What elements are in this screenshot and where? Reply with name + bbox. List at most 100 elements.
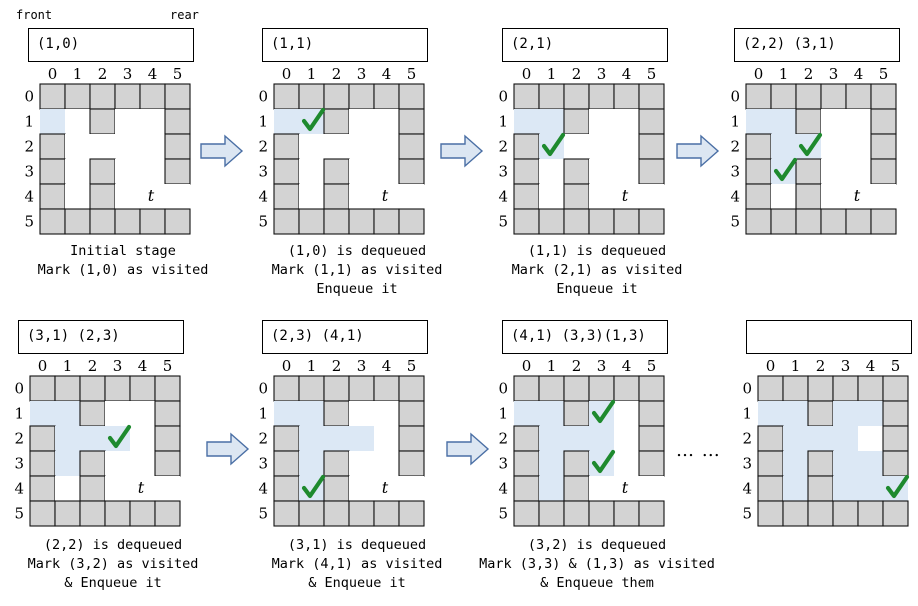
wall-cell xyxy=(563,183,590,210)
wall-cell xyxy=(323,108,350,135)
queue-box: (2,3) (4,1) xyxy=(262,320,428,354)
visited-cell xyxy=(274,109,299,134)
wall-cell xyxy=(513,375,540,402)
wall-cell xyxy=(820,83,847,110)
caption: (1,1) is dequeued Mark (2,1) as visited … xyxy=(472,242,722,299)
wall-cell xyxy=(513,183,540,210)
wall-cell xyxy=(298,83,325,110)
visited-cell xyxy=(783,476,808,501)
open-cell xyxy=(299,159,324,184)
visited-cell xyxy=(589,426,614,451)
open-cell xyxy=(65,109,90,134)
open-cell xyxy=(589,159,614,184)
wall-cell xyxy=(795,83,822,110)
visited-cell xyxy=(771,109,796,134)
right-arrow-icon xyxy=(200,134,244,168)
open-cell xyxy=(614,476,639,501)
wall-cell xyxy=(39,208,66,235)
visited-cell xyxy=(299,426,324,451)
open-cell xyxy=(639,184,664,209)
visited-cell xyxy=(539,451,564,476)
column-label: 4 xyxy=(854,65,864,83)
wall-cell xyxy=(795,183,822,210)
wall-cell xyxy=(638,158,665,185)
wall-cell xyxy=(845,208,872,235)
wall-cell xyxy=(29,425,56,452)
wall-cell xyxy=(513,158,540,185)
wall-cell xyxy=(795,158,822,185)
column-label: 2 xyxy=(88,357,98,375)
wall-cell xyxy=(538,83,565,110)
wall-cell xyxy=(373,208,400,235)
wall-cell xyxy=(563,475,590,502)
column-label: 1 xyxy=(73,65,83,83)
visited-cell xyxy=(349,426,374,451)
row-label: 3 xyxy=(742,455,752,473)
open-cell xyxy=(140,109,165,134)
wall-cell xyxy=(563,500,590,527)
caption-line: (3,1) is dequeued xyxy=(287,537,427,553)
row-label: 0 xyxy=(14,380,24,398)
wall-cell xyxy=(373,500,400,527)
wall-cell xyxy=(513,133,540,160)
column-label: 0 xyxy=(38,357,48,375)
target-label: t xyxy=(622,478,629,497)
open-cell xyxy=(155,476,180,501)
wall-cell xyxy=(348,83,375,110)
wall-cell xyxy=(638,375,665,402)
wall-cell xyxy=(613,500,640,527)
wall-cell xyxy=(832,375,859,402)
row-label: 3 xyxy=(258,163,268,181)
column-label: 5 xyxy=(879,65,889,83)
row-label: 4 xyxy=(24,188,34,206)
open-cell xyxy=(130,426,155,451)
row-label: 4 xyxy=(498,188,508,206)
row-label: 2 xyxy=(742,430,752,448)
visited-cell xyxy=(833,426,858,451)
open-cell xyxy=(374,109,399,134)
visited-cell xyxy=(833,451,858,476)
wall-cell xyxy=(588,208,615,235)
wall-cell xyxy=(104,375,131,402)
wall-cell xyxy=(563,83,590,110)
checkmark-icon xyxy=(301,107,326,132)
wall-cell xyxy=(79,500,106,527)
wall-cell xyxy=(882,500,909,527)
wall-cell xyxy=(588,83,615,110)
open-cell xyxy=(374,426,399,451)
queue-box: (3,1) (2,3) xyxy=(18,320,184,354)
wall-cell xyxy=(588,375,615,402)
wall-cell xyxy=(563,450,590,477)
row-label: 2 xyxy=(258,430,268,448)
row-label: 4 xyxy=(258,188,268,206)
column-label: 3 xyxy=(597,65,607,83)
wall-cell xyxy=(807,450,834,477)
open-cell xyxy=(846,184,871,209)
column-label: 5 xyxy=(407,65,417,83)
wall-cell xyxy=(870,83,897,110)
open-cell xyxy=(115,184,140,209)
wall-cell xyxy=(757,500,784,527)
row-label: 5 xyxy=(14,505,24,523)
checkmark-icon xyxy=(798,132,823,157)
wall-cell xyxy=(114,208,141,235)
caption-line: Mark (3,3) & (1,3) as visited xyxy=(479,556,715,572)
wall-cell xyxy=(563,375,590,402)
open-cell xyxy=(821,134,846,159)
column-label: 2 xyxy=(332,65,342,83)
column-label: 1 xyxy=(307,357,317,375)
row-label: 5 xyxy=(498,213,508,231)
column-label: 0 xyxy=(522,357,532,375)
visited-cell xyxy=(564,426,589,451)
wall-cell xyxy=(29,475,56,502)
row-label: 2 xyxy=(498,138,508,156)
row-label: 5 xyxy=(498,505,508,523)
open-cell xyxy=(374,134,399,159)
visited-cell xyxy=(40,109,65,134)
